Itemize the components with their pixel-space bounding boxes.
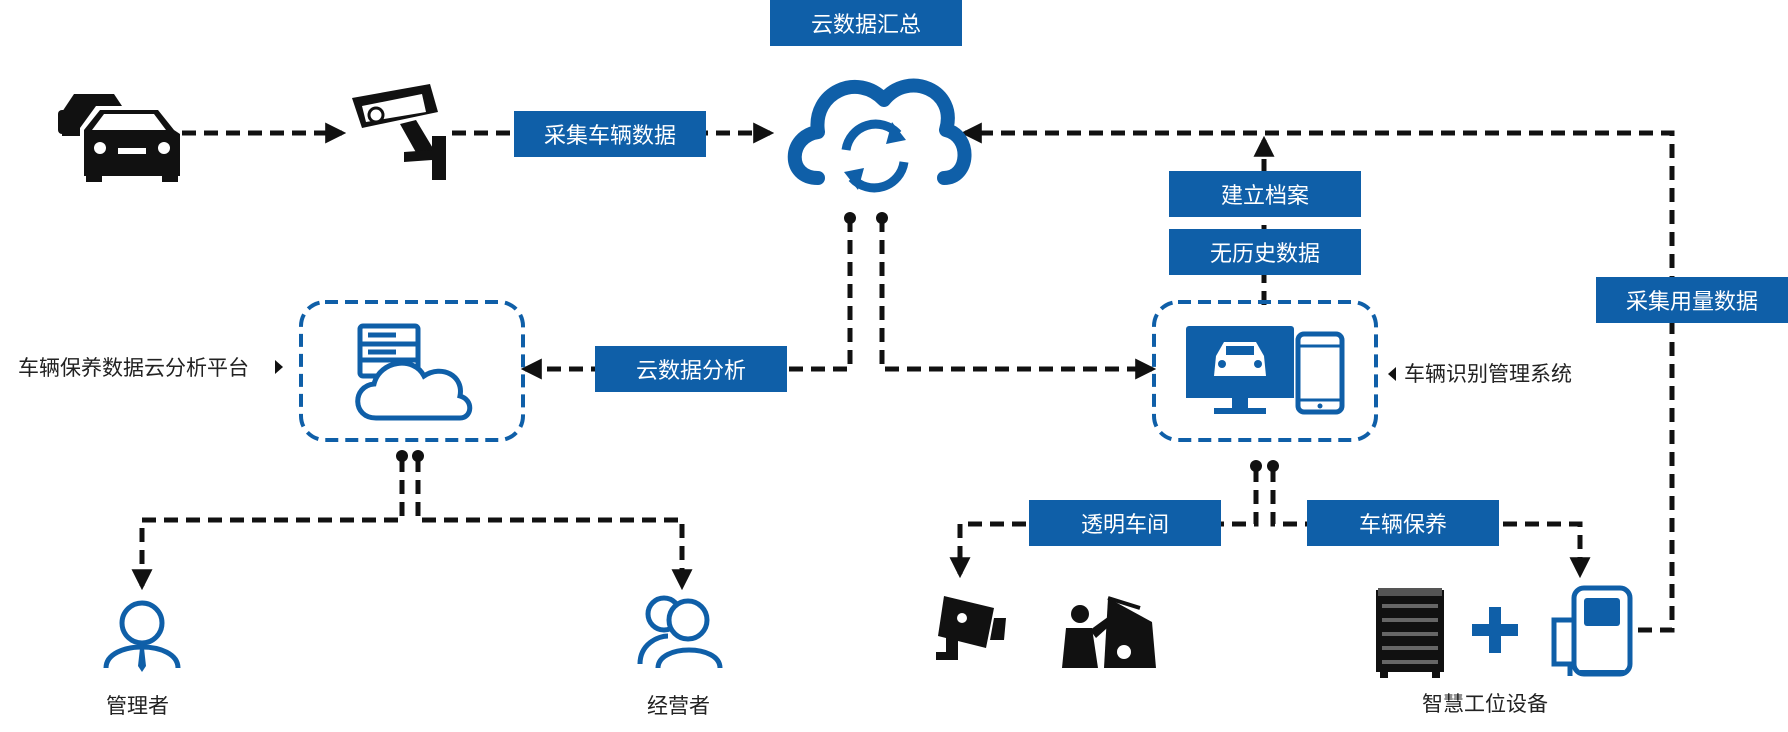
person-icon xyxy=(103,600,181,672)
node-cloud-summary: 云数据汇总 xyxy=(770,0,962,46)
arrow-cloud-to-platform xyxy=(520,218,853,380)
people-icon xyxy=(637,595,723,669)
pointer-platform-icon xyxy=(275,360,283,374)
system-frame xyxy=(1152,300,1378,442)
node-collect-vehicle-data: 采集车辆数据 xyxy=(514,111,706,157)
label-recognition-system: 车辆识别管理系统 xyxy=(1404,362,1572,386)
node-transparent-workshop: 透明车间 xyxy=(1029,500,1221,546)
node-vehicle-maintenance: 车辆保养 xyxy=(1307,500,1499,546)
node-cloud-analysis: 云数据分析 xyxy=(595,346,787,392)
connector-dots xyxy=(396,212,1279,472)
label-manager: 管理者 xyxy=(106,694,169,718)
label-analysis-platform: 车辆保养数据云分析平台 xyxy=(18,356,249,380)
cars-icon xyxy=(58,94,182,182)
cloud-server-icon xyxy=(355,323,473,421)
label-smart-workstation: 智慧工位设备 xyxy=(1422,692,1548,716)
node-create-archive: 建立档案 xyxy=(1169,171,1361,217)
label-operator: 经营者 xyxy=(647,694,710,718)
plus-icon xyxy=(1472,607,1518,653)
arrow-platform-to-operator xyxy=(415,458,693,591)
surveillance-camera-icon xyxy=(352,84,446,180)
monitor-car-phone-icon xyxy=(1186,326,1345,415)
mechanic-icon xyxy=(1062,596,1156,668)
arrow-platform-to-manager xyxy=(131,458,405,591)
platform-frame xyxy=(299,300,525,442)
arrow-cloud-to-system xyxy=(879,218,1157,380)
security-camera-icon xyxy=(936,596,1006,660)
tool-cabinet-icon xyxy=(1376,588,1444,678)
connectors xyxy=(131,122,1675,633)
pointer-system-icon xyxy=(1388,367,1396,381)
arrow-usage-to-cloud xyxy=(960,122,1675,633)
node-no-history-data: 无历史数据 xyxy=(1169,229,1361,275)
fuel-dispenser-icon xyxy=(1551,585,1633,677)
node-collect-usage-data: 采集用量数据 xyxy=(1596,277,1788,323)
cloud-sync-icon xyxy=(787,78,972,193)
